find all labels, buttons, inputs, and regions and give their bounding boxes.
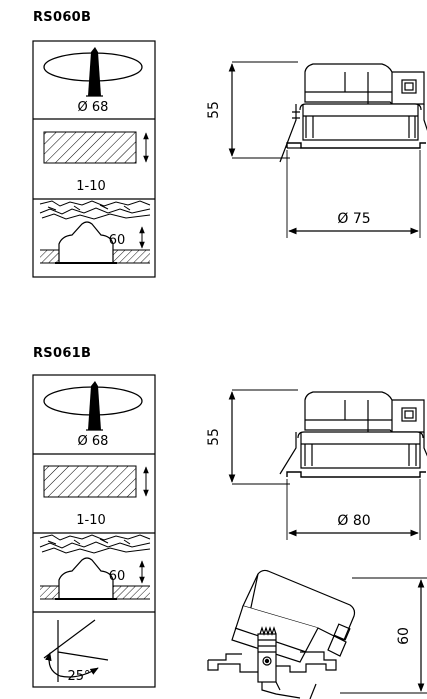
tilt-angle-icon (43, 619, 109, 682)
model-code-rs061b: RS061B (33, 346, 92, 361)
height-dimension-label: 55 (206, 101, 222, 119)
insulation-clearance-label: 60 (109, 233, 126, 248)
insulation-icon-2 (39, 534, 151, 600)
cutout-icon (43, 47, 143, 97)
width-dimension-label-2: Ø 80 (337, 513, 370, 529)
width-dimension-label: Ø 75 (337, 211, 370, 227)
insulation-clearance-label-2: 60 (109, 569, 126, 584)
insulation-icon (39, 200, 151, 264)
model-code-rs060b: RS060B (33, 10, 92, 25)
ceiling-thickness-label: 1-10 (76, 179, 106, 194)
cutout-icon-2 (43, 381, 143, 431)
tilt-angle-label: 25° (67, 669, 90, 684)
cutout-diameter-label-2: Ø 68 (78, 434, 109, 449)
installation-table-rs060b (32, 40, 156, 278)
cutout-diameter-label: Ø 68 (78, 100, 109, 115)
ceiling-thickness-label-2: 1-10 (76, 513, 106, 528)
height-dimension-label-2: 55 (206, 428, 222, 446)
tilted-view-rs061b (207, 569, 427, 699)
ceiling-thickness-icon-2 (43, 465, 149, 498)
installation-table-rs061b (32, 374, 156, 688)
side-view-rs060b (228, 61, 427, 238)
tilted-height-label: 60 (396, 627, 412, 645)
ceiling-thickness-icon (43, 131, 149, 164)
side-view-rs061b (228, 389, 427, 540)
